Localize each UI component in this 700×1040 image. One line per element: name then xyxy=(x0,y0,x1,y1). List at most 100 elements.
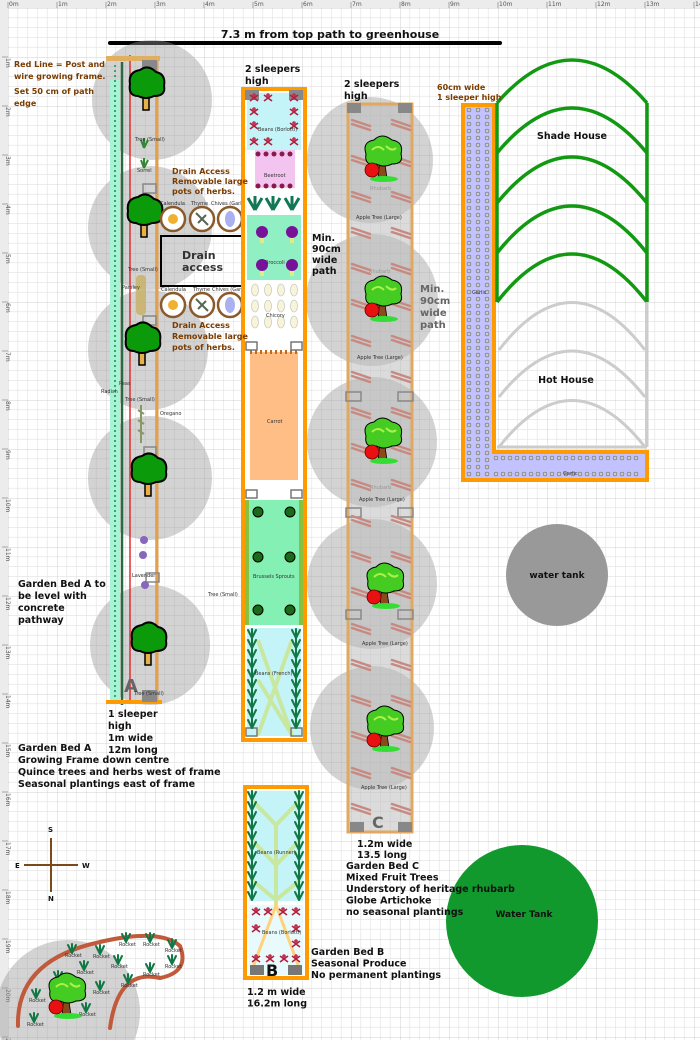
plant-label: Apple Tree (Large) xyxy=(361,785,407,791)
garlic-icon xyxy=(484,114,490,120)
garlic-icon xyxy=(484,163,490,169)
garlic-icon xyxy=(475,359,481,365)
ruler-label: 19m xyxy=(4,940,11,954)
garlic-icon xyxy=(484,443,490,449)
herb-pots-bottom[interactable] xyxy=(159,291,244,319)
note-drain-top: Drain Access xyxy=(172,167,230,176)
lavender-icon xyxy=(139,536,149,589)
garlic-icon xyxy=(484,317,490,323)
garlic-icon xyxy=(475,184,481,190)
garlic-icon xyxy=(528,455,534,461)
drain-access-outline[interactable] xyxy=(160,235,244,287)
garlic-icon xyxy=(598,471,604,477)
plant-label: Beans (French) xyxy=(255,671,293,677)
garlic-icon xyxy=(466,156,472,162)
garlic-icon xyxy=(475,254,481,260)
garlic-icon xyxy=(475,443,481,449)
garden-bed-a[interactable]: A xyxy=(106,55,162,705)
garlic-icon xyxy=(475,261,481,267)
garlic-icon xyxy=(475,156,481,162)
garlic-icon xyxy=(475,247,481,253)
garlic-icon xyxy=(475,275,481,281)
ruler-label: 14m xyxy=(4,695,11,709)
top-ruler[interactable] xyxy=(0,0,700,8)
garlic-icon xyxy=(466,205,472,211)
garlic-icon xyxy=(466,289,472,295)
ruler-label: 20m xyxy=(4,989,11,1003)
garlic-icon xyxy=(484,226,490,232)
garlic-icon xyxy=(466,310,472,316)
garlic-icon xyxy=(466,317,472,323)
plant-label: Garlic xyxy=(563,471,578,477)
note-bedB-size: 1.2 m wide xyxy=(247,987,306,998)
hot-house[interactable] xyxy=(497,301,649,449)
broccoli-icon xyxy=(286,259,298,271)
water-tank-small[interactable] xyxy=(506,524,608,626)
beetroot-section xyxy=(255,150,295,188)
plant-label: Rocket xyxy=(111,964,128,970)
plant-label: Apple Tree (Large) xyxy=(357,355,403,361)
note-bedC-path: 90cm xyxy=(420,296,450,307)
left-ruler[interactable] xyxy=(0,0,8,1040)
chicory-icon xyxy=(251,299,259,313)
brussels-sprout-icon xyxy=(252,551,264,563)
plant-label: Beans (Borlotti) xyxy=(258,127,297,133)
garlic-icon xyxy=(484,240,490,246)
garlic-icon xyxy=(626,471,632,477)
herb-plantings xyxy=(136,138,149,589)
garlic-icon xyxy=(591,455,597,461)
note-bedB-path: path xyxy=(312,266,337,277)
garlic-icon xyxy=(475,457,481,463)
garlic-icon xyxy=(475,464,481,470)
shade-house[interactable] xyxy=(495,58,649,304)
garlic-icon xyxy=(475,170,481,176)
garden-bed-b-south[interactable]: B xyxy=(243,785,309,980)
sorrel-icon xyxy=(140,138,149,169)
garlic-icon xyxy=(466,415,472,421)
garlic-icon xyxy=(484,429,490,435)
note-bedC-height: 2 sleepers xyxy=(344,79,400,90)
chicory-icon xyxy=(277,315,285,329)
note-bedC-desc: Mixed Fruit Trees xyxy=(346,873,439,884)
note-bedC-desc: Garden Bed C xyxy=(346,861,419,872)
garlic-icon xyxy=(484,149,490,155)
garden-bed-b-north[interactable] xyxy=(241,87,307,742)
garlic-icon xyxy=(475,128,481,134)
plant-label: Broccoli xyxy=(265,260,285,266)
water-tank-large[interactable] xyxy=(446,845,598,997)
plant-label: Sorrel xyxy=(137,168,152,174)
beetroot-icon xyxy=(271,151,277,157)
garlic-bed[interactable] xyxy=(461,103,649,482)
plant-label: Rocket xyxy=(27,1022,44,1028)
herb-pots-top[interactable] xyxy=(159,205,244,233)
plant-label: Rocket xyxy=(65,953,82,959)
garlic-icon xyxy=(475,317,481,323)
note-bedB-path: 90cm xyxy=(312,244,341,255)
plant-label: Tree (Small) xyxy=(124,397,155,403)
broccoli-icon xyxy=(286,226,298,238)
garlic-icon xyxy=(466,450,472,456)
garlic-icon xyxy=(466,170,472,176)
garlic-icon xyxy=(484,338,490,344)
garlic-icon xyxy=(484,128,490,134)
plant-label: Radish xyxy=(101,389,118,395)
garlic-icon xyxy=(612,471,618,477)
garlic-icon xyxy=(484,415,490,421)
plant-label: Brussels Sprouts xyxy=(253,574,295,580)
note-bedB-path: Min. xyxy=(312,233,335,244)
garlic-icon xyxy=(619,455,625,461)
garlic-icon xyxy=(466,107,472,113)
garlic-icon xyxy=(484,142,490,148)
garlic-icon xyxy=(475,240,481,246)
garlic-icon xyxy=(466,128,472,134)
plant-label: Beans (Borlotti) xyxy=(262,930,301,936)
garlic-icon xyxy=(475,268,481,274)
drain-access-label: Drain xyxy=(182,249,216,262)
brussels-sprouts-section xyxy=(245,500,303,625)
ruler-label: 10m xyxy=(4,499,11,513)
broccoli-stem xyxy=(260,267,264,276)
garlic-icon xyxy=(475,422,481,428)
garlic-icon xyxy=(570,471,576,477)
note-bedC-size: 1.2m wide xyxy=(357,839,412,850)
